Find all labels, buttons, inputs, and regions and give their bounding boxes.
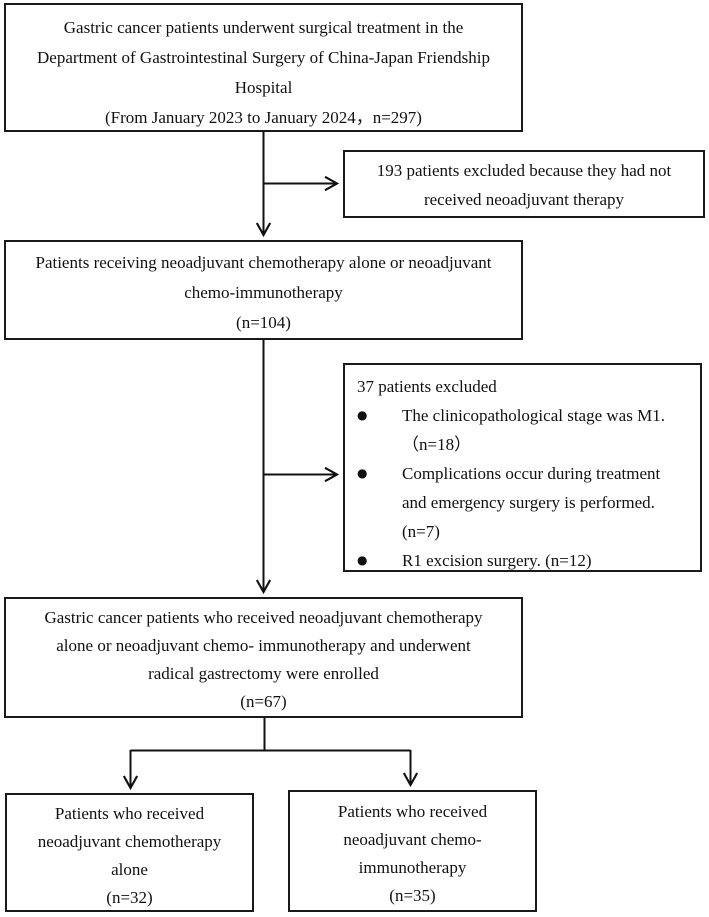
excluded-no-neoadjuvant-text: 193 patients excluded because they had n… xyxy=(376,161,672,209)
excluded-reason-item: ● The clinicopathological stage was M1. … xyxy=(357,401,692,459)
excluded-reason-item: ● Complications occur during treatment a… xyxy=(357,459,692,546)
box-excluded-37: 37 patients excluded ● The clinicopathol… xyxy=(343,363,702,572)
box-source-text: Gastric cancer patients underwent surgic… xyxy=(37,18,490,127)
box-chemo-alone-text: Patients who received neoadjuvant chemot… xyxy=(37,804,222,907)
excluded-reason-m1: The clinicopathological stage was M1. （n… xyxy=(402,406,665,454)
excluded-37-title: 37 patients excluded xyxy=(357,377,497,396)
bullet-icon: ● xyxy=(357,466,368,480)
box-source-population: Gastric cancer patients underwent surgic… xyxy=(4,3,523,132)
box-neoadjuvant-patients: Patients receiving neoadjuvant chemother… xyxy=(4,240,523,340)
box-chemo-immuno-text: Patients who received neoadjuvant chemo-… xyxy=(337,802,488,905)
bullet-icon: ● xyxy=(357,408,368,422)
box-excluded-no-neoadjuvant: 193 patients excluded because they had n… xyxy=(343,150,705,218)
bullet-icon: ● xyxy=(357,553,368,567)
split-connector xyxy=(130,718,411,752)
box-enrolled-patients: Gastric cancer patients who received neo… xyxy=(4,597,523,718)
excluded-reason-complications: Complications occur during treatment and… xyxy=(402,464,661,541)
box-enrolled-text: Gastric cancer patients who received neo… xyxy=(44,608,483,711)
excluded-reason-item: ● R1 excision surgery. (n=12) xyxy=(357,546,692,575)
box-chemo-immuno-group: Patients who received neoadjuvant chemo-… xyxy=(288,790,537,912)
box-chemo-alone-group: Patients who received neoadjuvant chemot… xyxy=(5,793,254,912)
box-neoadjuvant-text: Patients receiving neoadjuvant chemother… xyxy=(35,253,492,332)
excluded-reason-r1: R1 excision surgery. (n=12) xyxy=(402,551,592,570)
